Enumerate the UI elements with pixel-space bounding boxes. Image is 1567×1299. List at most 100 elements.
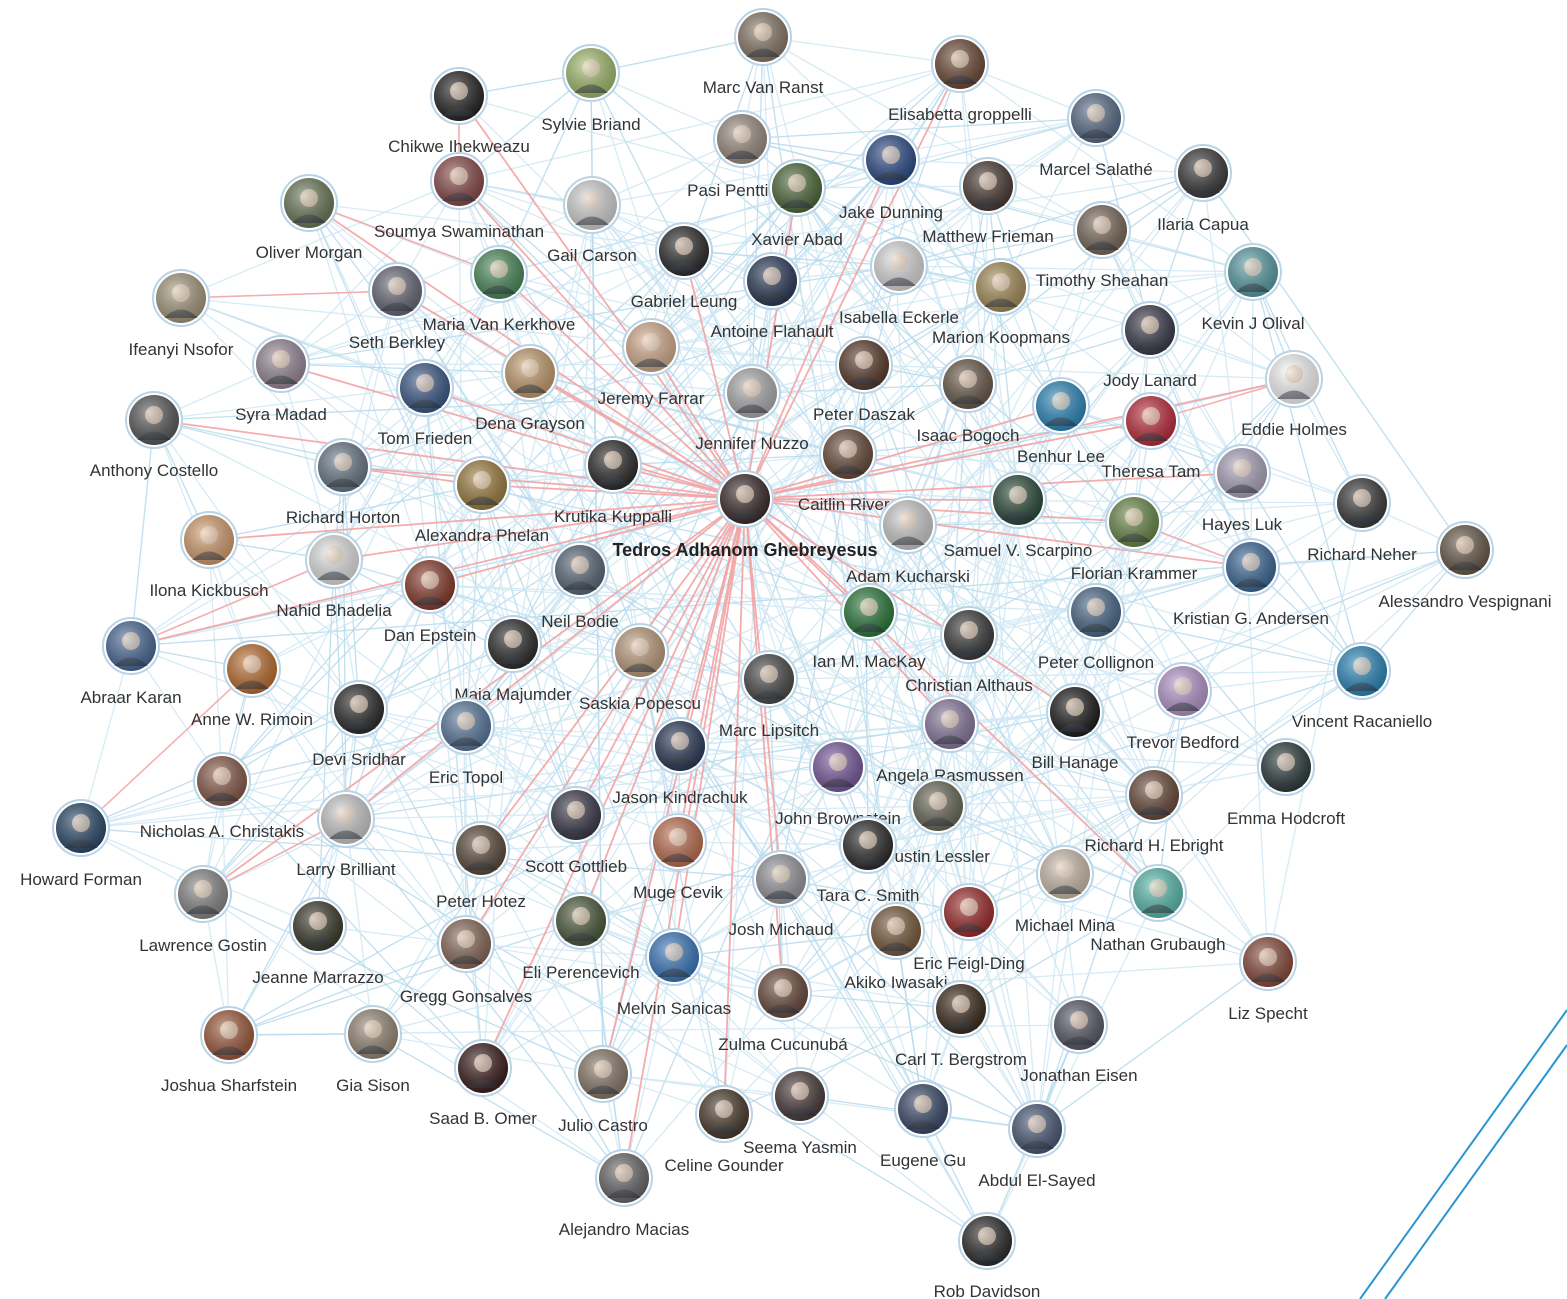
node-kevin-j-olival[interactable]: Kevin J Olival — [1202, 243, 1305, 333]
node-eddie-holmes[interactable]: Eddie Holmes — [1241, 350, 1347, 439]
node-seth-berkley[interactable]: Seth Berkley — [349, 262, 446, 352]
node-gabriel-leung[interactable]: Gabriel Leung — [631, 222, 738, 311]
node-jody-lanard[interactable]: Jody Lanard — [1103, 301, 1197, 390]
node-jonathan-eisen[interactable]: Jonathan Eisen — [1020, 996, 1138, 1085]
node-joshua-sharfstein[interactable]: Joshua Sharfstein — [161, 1006, 297, 1095]
node-elisabetta-groppelli[interactable]: Elisabetta groppelli — [888, 35, 1032, 124]
node-tom-frieden[interactable]: Tom Frieden — [378, 359, 472, 448]
node-christian-althaus[interactable]: Christian Althaus — [905, 606, 1033, 695]
node-eli-perencevich[interactable]: Eli Perencevich — [522, 892, 640, 982]
node-howard-forman[interactable]: Howard Forman — [20, 799, 142, 889]
highlight-edge — [480, 498, 746, 851]
node-peter-collignon[interactable]: Peter Collignon — [1038, 583, 1154, 672]
node-abdul-el-sayed[interactable]: Abdul El-Sayed — [978, 1100, 1096, 1190]
node-devi-sridhar[interactable]: Devi Sridhar — [312, 680, 406, 769]
node-sylvie-briand[interactable]: Sylvie Briand — [541, 44, 641, 134]
node-marc-van-ranst[interactable]: Marc Van Ranst — [703, 8, 824, 97]
node-ilaria-capua[interactable]: Ilaria Capua — [1157, 144, 1249, 234]
node-josh-michaud[interactable]: Josh Michaud — [729, 850, 834, 939]
node-dena-grayson[interactable]: Dena Grayson — [475, 344, 585, 433]
node-theresa-tam[interactable]: Theresa Tam — [1102, 392, 1201, 481]
node-nicholas-a-christakis[interactable]: Nicholas A. Christakis — [140, 752, 304, 841]
node-richard-h-ebright[interactable]: Richard H. Ebright — [1085, 766, 1224, 855]
node-trevor-bedford[interactable]: Trevor Bedford — [1127, 662, 1240, 752]
node-nahid-bhadelia[interactable]: Nahid Bhadelia — [276, 531, 392, 620]
node-jennifer-nuzzo[interactable]: Jennifer Nuzzo — [695, 364, 809, 453]
node-marion-koopmans[interactable]: Marion Koopmans — [932, 258, 1070, 347]
node-soumya-swaminathan[interactable]: Soumya Swaminathan — [374, 152, 544, 241]
node-saad-b-omer[interactable]: Saad B. Omer — [429, 1039, 537, 1128]
node-zulma-cucunuba[interactable]: Zulma Cucunubá — [718, 964, 848, 1054]
node-caitlin-rivers[interactable]: Caitlin Rivers — [798, 425, 898, 514]
node-emma-hodcroft[interactable]: Emma Hodcroft — [1227, 738, 1345, 828]
node-peter-daszak[interactable]: Peter Daszak — [813, 336, 916, 424]
node-gail-carson[interactable]: Gail Carson — [547, 176, 637, 265]
node-anthony-costello[interactable]: Anthony Costello — [90, 391, 219, 480]
node-larry-brilliant[interactable]: Larry Brilliant — [296, 790, 396, 879]
node-carl-t-bergstrom[interactable]: Carl T. Bergstrom — [895, 980, 1027, 1069]
node-marcel-salathe[interactable]: Marcel Salathé — [1039, 89, 1153, 179]
node-muge-cevik[interactable]: Muge Cevik — [633, 813, 723, 902]
node-alessandro-vespignani[interactable]: Alessandro Vespignani — [1379, 521, 1552, 611]
node-isaac-bogoch[interactable]: Isaac Bogoch — [916, 355, 1020, 445]
node-richard-neher[interactable]: Richard Neher — [1307, 474, 1417, 564]
node-alejandro-macias[interactable]: Alejandro Macias — [559, 1149, 689, 1239]
node-vincent-racaniello[interactable]: Vincent Racaniello — [1292, 642, 1433, 731]
node-ifeanyi-nsofor[interactable]: Ifeanyi Nsofor — [129, 269, 234, 359]
node-ilona-kickbusch[interactable]: Ilona Kickbusch — [149, 511, 269, 600]
node-celine-gounder[interactable]: Celine Gounder — [664, 1085, 784, 1175]
node-kristian-g-andersen[interactable]: Kristian G. Andersen — [1173, 538, 1329, 628]
node-benhur-lee[interactable]: Benhur Lee — [1017, 377, 1105, 466]
node-tara-c-smith[interactable]: Tara C. Smith — [817, 816, 920, 905]
node-richard-horton[interactable]: Richard Horton — [286, 438, 400, 527]
node-michael-mina[interactable]: Michael Mina — [1015, 845, 1116, 935]
node-adam-kucharski[interactable]: Adam Kucharski — [846, 496, 970, 586]
node-melvin-sanicas[interactable]: Melvin Sanicas — [617, 928, 731, 1018]
node-liz-specht[interactable]: Liz Specht — [1228, 933, 1308, 1023]
node-gregg-gonsalves[interactable]: Gregg Gonsalves — [400, 915, 532, 1006]
node-nathan-grubaugh[interactable]: Nathan Grubaugh — [1090, 864, 1226, 954]
node-jeanne-marrazzo[interactable]: Jeanne Marrazzo — [252, 897, 384, 987]
node-eugene-gu[interactable]: Eugene Gu — [880, 1080, 966, 1170]
node-pasi-penttinen[interactable]: Pasi Penttinen — [687, 110, 797, 200]
node-ian-m-mackay[interactable]: Ian M. MacKay — [812, 583, 926, 671]
node-isabella-eckerle[interactable]: Isabella Eckerle — [839, 237, 959, 327]
node-julio-castro[interactable]: Julio Castro — [558, 1045, 648, 1135]
node-timothy-sheahan[interactable]: Timothy Sheahan — [1036, 201, 1169, 290]
node-chikwe-ihekweazu[interactable]: Chikwe Ihekweazu — [388, 67, 530, 156]
node-akiko-iwasaki[interactable]: Akiko Iwasaki — [845, 902, 948, 992]
node-scott-gottlieb[interactable]: Scott Gottlieb — [525, 786, 627, 876]
node-anne-w-rimoin[interactable]: Anne W. Rimoin — [191, 640, 313, 729]
node-krutika-kuppalli[interactable]: Krutika Kuppalli — [554, 436, 672, 526]
node-jake-dunning[interactable]: Jake Dunning — [839, 131, 943, 222]
node-xavier-abad[interactable]: Xavier Abad — [751, 159, 843, 249]
node-florian-krammer[interactable]: Florian Krammer — [1071, 493, 1198, 583]
node-eric-feigl-ding[interactable]: Eric Feigl-Ding — [913, 883, 1025, 973]
node-tedros[interactable]: Tedros Adhanom Ghebreyesus — [612, 470, 878, 560]
node-justin-lessler[interactable]: Justin Lessler — [886, 777, 990, 866]
node-samuel-v-scarpino[interactable]: Samuel V. Scarpino — [944, 471, 1093, 560]
node-matthew-frieman[interactable]: Matthew Frieman — [922, 157, 1054, 246]
node-abraar-karan[interactable]: Abraar Karan — [80, 617, 182, 707]
node-marc-lipsitch[interactable]: Marc Lipsitch — [719, 650, 819, 740]
node-maia-majumder[interactable]: Maia Majumder — [454, 615, 572, 704]
node-syra-madad[interactable]: Syra Madad — [235, 335, 327, 424]
node-oliver-morgan[interactable]: Oliver Morgan — [256, 174, 363, 262]
node-dan-epstein[interactable]: Dan Epstein — [384, 556, 477, 645]
node-antoine-flahault[interactable]: Antoine Flahault — [711, 252, 834, 341]
node-rob-davidson[interactable]: Rob Davidson — [934, 1212, 1041, 1299]
node-angela-rasmussen[interactable]: Angela Rasmussen — [876, 695, 1024, 785]
node-peter-hotez[interactable]: Peter Hotez — [436, 821, 526, 911]
node-eric-topol[interactable]: Eric Topol — [429, 697, 503, 787]
node-saskia-popescu[interactable]: Saskia Popescu — [579, 623, 701, 713]
node-hayes-luk[interactable]: Hayes Luk — [1202, 444, 1283, 534]
node-jason-kindrachuk[interactable]: Jason Kindrachuk — [612, 717, 748, 807]
node-neil-bodie[interactable]: Neil Bodie — [541, 541, 619, 631]
node-bill-hanage[interactable]: Bill Hanage — [1032, 683, 1119, 772]
node-gia-sison[interactable]: Gia Sison — [336, 1005, 410, 1095]
node-lawrence-gostin[interactable]: Lawrence Gostin — [139, 865, 267, 955]
node-alexandra-phelan[interactable]: Alexandra Phelan — [415, 456, 549, 545]
node-seema-yasmin[interactable]: Seema Yasmin — [743, 1067, 857, 1157]
node-jeremy-farrar[interactable]: Jeremy Farrar — [598, 318, 705, 408]
node-maria-van-kerkhove[interactable]: Maria Van Kerkhove — [423, 245, 576, 334]
